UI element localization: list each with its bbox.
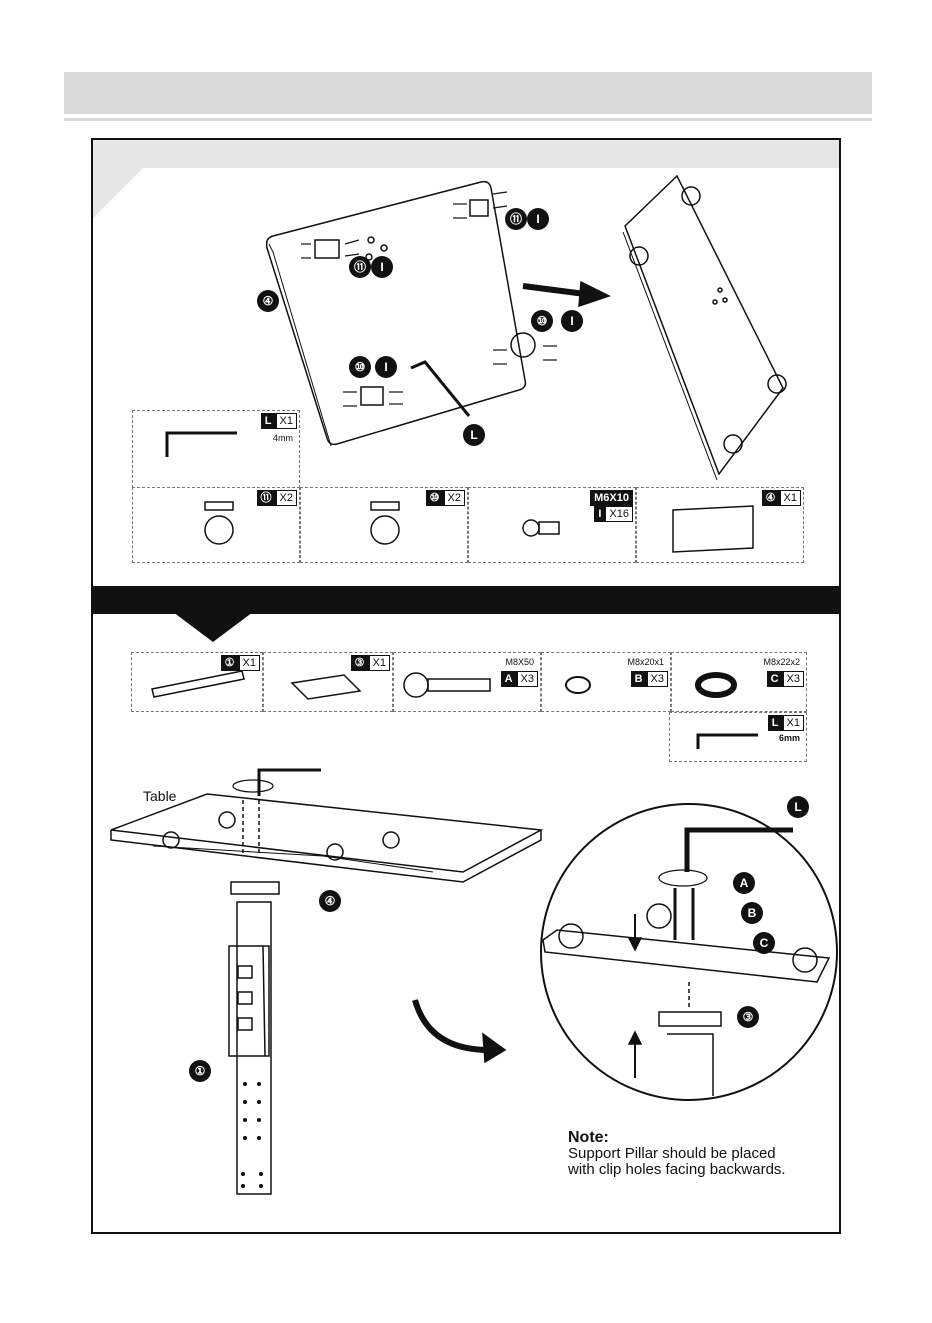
part-qty: X1 xyxy=(276,413,297,429)
part-key: ① xyxy=(221,655,239,671)
part-key-2: I xyxy=(594,506,605,522)
note-line-1: Support Pillar should be placed xyxy=(568,1145,776,1162)
part-key: M6X10 xyxy=(590,490,633,506)
part-spec: M8X50 xyxy=(505,657,534,667)
callout-plate: ③ xyxy=(737,1006,759,1028)
part-key: ⑪ xyxy=(257,490,276,506)
part-key: ⑩ xyxy=(426,490,444,506)
part-spec: 6mm xyxy=(779,733,800,743)
part-key: C xyxy=(767,671,783,687)
callout-caster-plain-2: ⑩ xyxy=(349,356,371,378)
plate-illustration xyxy=(231,882,279,894)
part-qty: X3 xyxy=(647,671,668,687)
curved-arrow xyxy=(415,1000,489,1050)
chevron-down-icon xyxy=(173,612,253,642)
table-label: Table xyxy=(143,788,176,804)
part-qty: X3 xyxy=(517,671,538,687)
caster-bracket-3 xyxy=(361,387,383,405)
part-spec: M8x20x1 xyxy=(627,657,664,667)
section-divider xyxy=(93,586,839,614)
assembled-board xyxy=(625,176,783,474)
part-qty: X1 xyxy=(780,490,801,506)
callout-screw-1: I xyxy=(371,256,393,278)
callout-screw-2: I xyxy=(527,208,549,230)
part-spec: M8x22x2 xyxy=(763,657,800,667)
header-rule xyxy=(64,118,872,121)
part-key: A xyxy=(501,671,517,687)
callout-caster-plain-1: ⑩ xyxy=(531,310,553,332)
part-key: B xyxy=(631,671,647,687)
board-illustration xyxy=(267,182,526,445)
caster-bracket-2 xyxy=(470,200,488,216)
part-qty: X1 xyxy=(783,715,804,731)
assembly-note: Note: Support Pillar should be placed wi… xyxy=(568,1130,786,1178)
callout-wrench: L xyxy=(463,424,485,446)
callout-wrench-2: L xyxy=(787,796,809,818)
caster-wheel-3 xyxy=(511,333,535,357)
callout-caster-locking-1: ⑪ xyxy=(349,256,371,278)
part-key: ④ xyxy=(762,490,780,506)
note-line-2: with clip holes facing backwards. xyxy=(568,1161,786,1178)
part-qty: X1 xyxy=(239,655,260,671)
part-qty: X2 xyxy=(444,490,465,506)
callout-screw-4: I xyxy=(375,356,397,378)
direction-arrow xyxy=(523,286,585,294)
callout-screw-3: I xyxy=(561,310,583,332)
part-qty: X2 xyxy=(276,490,297,506)
callout-a: A xyxy=(733,872,755,894)
note-heading: Note: xyxy=(568,1129,609,1146)
callout-caster-locking-2: ⑪ xyxy=(505,208,527,230)
part-key: L xyxy=(261,413,276,429)
caster-bracket-1 xyxy=(315,240,339,258)
callout-b: B xyxy=(741,902,763,924)
part-key: L xyxy=(768,715,783,731)
part-qty: X16 xyxy=(605,506,633,522)
callout-board: ④ xyxy=(257,290,279,312)
part-spec: 4mm xyxy=(273,433,293,443)
part-qty: X1 xyxy=(369,655,390,671)
callout-pillar: ① xyxy=(189,1060,211,1082)
part-qty: X3 xyxy=(783,671,804,687)
header-bar xyxy=(64,72,872,114)
part-key: ③ xyxy=(351,655,369,671)
callout-c: C xyxy=(753,932,775,954)
callout-board-2: ④ xyxy=(319,890,341,912)
